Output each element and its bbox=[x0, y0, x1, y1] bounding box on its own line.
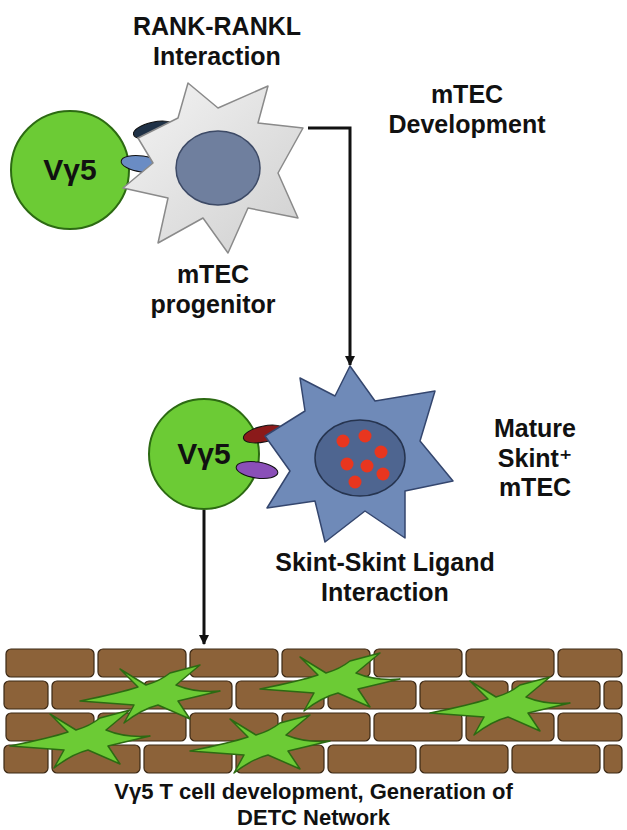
detc-cell bbox=[260, 653, 400, 711]
detc-cell bbox=[430, 677, 570, 735]
keratinocyte-brick bbox=[420, 745, 508, 773]
vg5-t-cell: Vγ5 bbox=[148, 398, 260, 510]
detc-cell bbox=[10, 710, 150, 768]
process-arrow bbox=[308, 128, 350, 365]
node-text: mTEC progenitor bbox=[128, 260, 298, 319]
keratinocyte-brick bbox=[4, 681, 48, 709]
node-text: Mature Skint⁺ mTEC bbox=[465, 414, 605, 503]
keratinocyte-brick bbox=[4, 745, 48, 773]
detc-cell bbox=[80, 665, 220, 723]
node-text: Vγ5 bbox=[177, 436, 230, 471]
mtec-progenitor: mTEC progenitor bbox=[118, 78, 308, 323]
cell-outline bbox=[265, 366, 453, 542]
keratinocyte-brick bbox=[374, 649, 462, 677]
keratinocyte-brick bbox=[512, 745, 600, 773]
skint-granule bbox=[375, 446, 388, 459]
interaction-label: Skint-Skint Ligand Interaction bbox=[240, 548, 530, 607]
cell-nucleus bbox=[315, 420, 405, 496]
receptor-oval bbox=[235, 459, 279, 481]
keratinocyte-brick bbox=[190, 649, 278, 677]
keratinocyte-brick bbox=[604, 745, 622, 773]
detc-cell bbox=[190, 715, 330, 773]
interaction-label: RANK-RANKL Interaction bbox=[112, 12, 322, 71]
skint-granule bbox=[361, 460, 374, 473]
skint-granule bbox=[341, 458, 354, 471]
keratinocyte-brick bbox=[558, 713, 622, 741]
skint-granule bbox=[337, 435, 350, 448]
skint-granule bbox=[359, 430, 372, 443]
skint-granule bbox=[377, 468, 390, 481]
cell-outline bbox=[123, 83, 303, 253]
cell-nucleus bbox=[176, 131, 260, 205]
keratinocyte-brick bbox=[6, 649, 94, 677]
mature-cell bbox=[255, 366, 455, 544]
keratinocyte-brick bbox=[374, 713, 462, 741]
node-text: Vγ5 T cell development, Generation of DE… bbox=[100, 779, 527, 830]
node-text: Vγ5 bbox=[43, 152, 96, 187]
edge-label: mTEC Development bbox=[367, 80, 567, 139]
epidermis-band: Vγ5 T cell development, Generation of DE… bbox=[0, 645, 627, 830]
process-arrow bbox=[203, 510, 206, 644]
keratinocyte-brick bbox=[466, 649, 554, 677]
keratinocyte-brick bbox=[328, 745, 416, 773]
skint-granule bbox=[349, 476, 362, 489]
keratinocyte-brick bbox=[604, 681, 622, 709]
epidermis-bricks bbox=[0, 645, 627, 777]
vg5-t-cell: Vγ5 bbox=[10, 110, 130, 230]
progenitor-cell bbox=[118, 78, 308, 258]
mature-mtec: Mature Skint⁺ mTEC bbox=[255, 366, 615, 544]
keratinocyte-brick bbox=[558, 649, 622, 677]
